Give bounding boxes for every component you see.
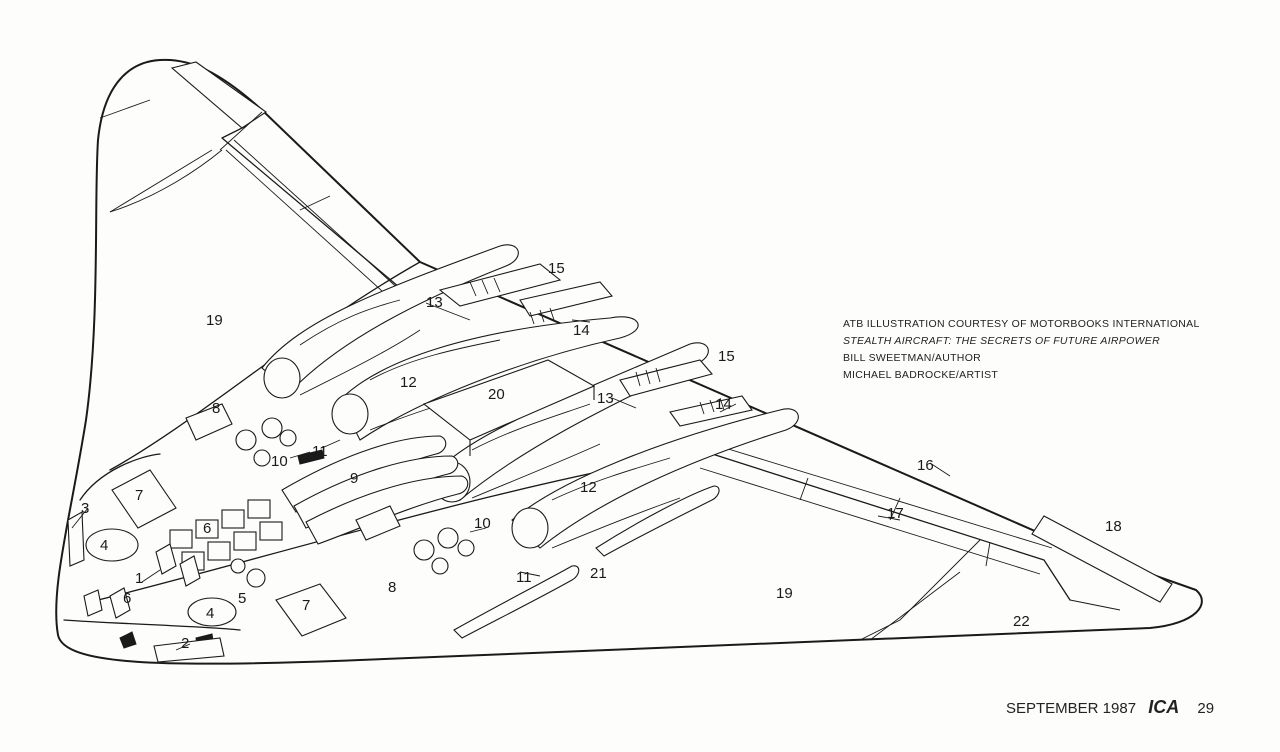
gear-door-8b [355, 505, 401, 541]
electronics-bay [153, 637, 225, 663]
callout-19b: 19 [776, 585, 793, 602]
callout-11a: 11 [312, 443, 328, 460]
callout-17: 17 [887, 505, 904, 522]
callout-14b: 14 [715, 396, 732, 413]
exhaust-channel-lower [619, 359, 753, 427]
lower-wing-elevon-band [705, 451, 1071, 601]
upper-wing-hinge-line [225, 139, 403, 301]
footer-date: SEPTEMBER 1987 [1006, 700, 1137, 717]
callout-8b: 8 [388, 579, 396, 596]
callout-6a: 6 [203, 520, 211, 537]
callout-8a: 8 [212, 400, 220, 417]
avionics-bay-upper [85, 528, 139, 562]
callout-1: 1 [135, 570, 143, 587]
callout-13b: 13 [597, 390, 614, 407]
callout-11b: 11 [516, 569, 532, 586]
callout-7b: 7 [302, 597, 310, 614]
leader-lines [71, 302, 951, 651]
callout-15b: 15 [718, 348, 735, 365]
credit-line-source: ATB ILLUSTRATION COURTESY OF MOTORBOOKS … [843, 318, 1200, 330]
callout-14a: 14 [573, 322, 590, 339]
radar-window [67, 511, 85, 567]
callout-5: 5 [238, 590, 246, 607]
footer-magazine-name: ICA [1148, 697, 1180, 717]
callout-4a: 4 [100, 537, 108, 554]
left-wingtip-elevon [170, 61, 267, 129]
callout-10b: 10 [474, 515, 491, 532]
engine-pod-1 [261, 244, 519, 399]
underwing-store-2 [453, 565, 580, 639]
upper-wing-segment-lines [99, 99, 331, 213]
landing-gear-aft [413, 527, 475, 575]
callout-6b: 6 [123, 590, 131, 607]
underwing-store-1 [595, 485, 720, 557]
gear-bay-upper [111, 469, 177, 529]
credit-line-artist: MICHAEL BADROCKE/ARTIST [843, 369, 999, 381]
gear-door-8a [185, 403, 233, 441]
gear-door-dark-bar [297, 449, 325, 465]
callout-15a: 15 [548, 260, 565, 277]
crew-station [83, 543, 215, 653]
callout-18: 18 [1105, 518, 1122, 535]
credit-line-author: BILL SWEETMAN/AUTHOR [843, 352, 982, 364]
callout-2: 2 [181, 635, 189, 652]
engine-pod-4 [511, 408, 799, 549]
credit-line-book-title: STEALTH AIRCRAFT: THE SECRETS OF FUTURE … [843, 335, 1160, 347]
callout-22: 22 [1013, 613, 1030, 630]
centre-body-upper [109, 261, 421, 471]
callout-19a: 19 [206, 312, 223, 329]
avionics-bay-lower [187, 597, 237, 627]
callout-20: 20 [488, 386, 505, 403]
footer-page-number: 29 [1197, 700, 1215, 717]
callout-12b: 12 [580, 479, 597, 496]
upper-wing-spar [109, 149, 223, 213]
callout-13a: 13 [426, 294, 443, 311]
landing-gear-nose [230, 558, 266, 588]
callout-9: 9 [350, 470, 358, 487]
engine-pod-2 [331, 316, 639, 441]
callout-4b: 4 [206, 605, 214, 622]
upper-wing-elevon-band [221, 125, 413, 299]
lower-wing-rib [859, 539, 981, 641]
central-weapons-bay [422, 359, 596, 456]
lower-wing-hinge-line [699, 443, 1053, 575]
callout-3: 3 [81, 500, 89, 517]
exhaust-channel-upper [438, 263, 614, 317]
callout-12a: 12 [400, 374, 417, 391]
illustration-credits: ATB ILLUSTRATION COURTESY OF MOTORBOOKS … [843, 316, 1200, 384]
callout-10a: 10 [271, 453, 288, 470]
gear-bay-lower [275, 583, 347, 637]
right-wingtip-elevon [1031, 515, 1173, 603]
callout-21: 21 [590, 565, 607, 582]
lower-wing-segment-lines [799, 477, 1121, 641]
page-footer: SEPTEMBER 1987 ICA 29 [1006, 697, 1214, 718]
nose-section [63, 453, 241, 631]
callout-7a: 7 [135, 487, 143, 504]
exhaust-grilles [469, 277, 725, 415]
landing-gear-forward [235, 417, 297, 467]
bomb-cluster [169, 499, 283, 571]
callout-16: 16 [917, 457, 934, 474]
